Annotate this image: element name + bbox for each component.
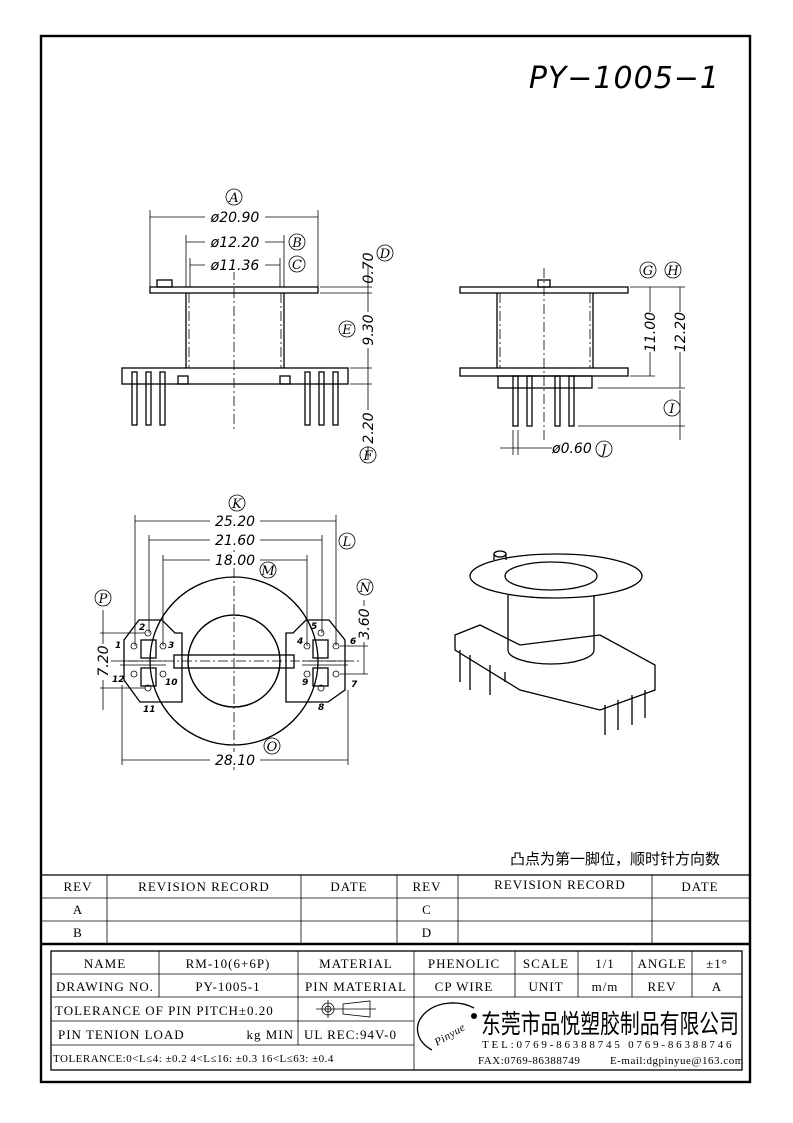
dim-o-value: 28.10 [215, 753, 255, 769]
unit-value: m/m [592, 979, 619, 994]
rev-header-2: REV [413, 879, 442, 894]
pin-tension-label: PIN TENION LOAD [58, 1027, 185, 1042]
tolerance-note: TOLERANCE:0<L≤4: ±0.2 4<L≤16: ±0.3 16<L≤… [53, 1053, 334, 1065]
dim-f-label: F [362, 449, 373, 464]
dim-a-value: ø20.90 [210, 210, 260, 226]
front-view: ø20.90 ø12.20 ø11.36 A B C 0.70 9.30 2.2… [121, 188, 394, 464]
date-header-2: DATE [681, 879, 718, 894]
pin-label-10: 10 [165, 678, 178, 688]
drawing-title: PY−1005−1 [529, 61, 720, 96]
pin-label-3: 3 [168, 641, 174, 651]
name-value: RM-10(6+6P) [186, 956, 271, 971]
pin-label-9: 9 [302, 678, 308, 688]
bottom-view: 1 2 3 4 5 6 7 8 9 10 11 12 25.20 21.60 1… [94, 494, 374, 770]
rev-header-1: REV [64, 879, 93, 894]
dim-p-value: 7.20 [96, 645, 112, 676]
material-label: MATERIAL [319, 956, 393, 971]
dim-a-label: A [228, 191, 238, 206]
drawing-no-label: DRAWING NO. [56, 979, 154, 994]
date-header-1: DATE [330, 879, 367, 894]
pin-tension-unit: kg MIN [246, 1027, 294, 1042]
revision-record-header-2: REVISION RECORD [494, 877, 626, 892]
pin-label-12: 12 [112, 675, 125, 685]
material-value: PHENOLIC [428, 956, 500, 971]
dim-p-label: P [98, 592, 108, 607]
dim-h-value: 12.20 [673, 312, 689, 352]
dim-n-label: N [358, 581, 371, 596]
dim-l-value: 21.60 [215, 533, 255, 549]
dim-d-label: D [379, 247, 391, 262]
dim-d-value: 0.70 [361, 252, 377, 283]
dim-c-label: C [292, 258, 302, 273]
company-email: E-mail:dgpinyue@163.com [610, 1055, 744, 1067]
dim-m-value: 18.00 [215, 553, 255, 569]
dim-g-label: G [643, 264, 653, 279]
pinyue-logo: Pinyue [416, 1002, 477, 1051]
rev-d: D [422, 925, 432, 940]
dim-h-label: H [666, 264, 679, 279]
projection-symbol-icon [316, 1000, 376, 1018]
dim-m-label: M [260, 564, 275, 579]
angle-label: ANGLE [637, 956, 686, 971]
ul-rec: UL REC:94V-0 [304, 1027, 397, 1042]
pin-label-4: 4 [296, 637, 303, 647]
revision-record-header-1: REVISION RECORD [138, 879, 270, 894]
angle-value: ±1° [706, 956, 728, 971]
dim-c-value: ø11.36 [210, 258, 260, 274]
revision-table: REV REVISION RECORD DATE REV REVISION RE… [41, 874, 750, 944]
dim-e-label: E [341, 323, 352, 338]
rev-b: B [73, 925, 83, 940]
dim-n-value: 3.60 [357, 608, 373, 639]
rev-a: A [73, 902, 83, 917]
side-view: 11.00 12.20 G H I ø0.60 J [459, 261, 689, 458]
dim-j-label: J [598, 443, 607, 458]
drawing-no-value: PY-1005-1 [195, 979, 260, 994]
pin-label-6: 6 [350, 637, 356, 647]
company-name: 东莞市品悦塑胶制品有限公司 [481, 1010, 739, 1040]
dim-l-label: L [342, 535, 352, 550]
dim-k-value: 25.20 [215, 514, 255, 530]
pin-label-5: 5 [311, 622, 317, 632]
dim-j-value: ø0.60 [551, 441, 592, 457]
name-label: NAME [84, 956, 126, 971]
scale-value: 1/1 [595, 956, 615, 971]
pin-material-value: CP WIRE [435, 979, 494, 994]
title-block: NAME RM-10(6+6P) MATERIAL PHENOLIC SCALE… [41, 942, 750, 1071]
logo-text: Pinyue [432, 1021, 468, 1049]
dim-f-value: 2.20 [361, 412, 377, 443]
dim-i-label: I [668, 402, 675, 417]
scale-label: SCALE [523, 956, 569, 971]
pin-material-label: PIN MATERIAL [305, 979, 407, 994]
dim-g-value: 11.00 [643, 312, 659, 352]
dim-k-label: K [231, 497, 243, 512]
company-tel: TEL:0769-86388745 0769-86388746 [482, 1039, 732, 1051]
isometric-view [454, 550, 656, 735]
pin-label-2: 2 [139, 623, 145, 633]
dim-o-label: O [267, 740, 278, 755]
rev-value: A [712, 979, 722, 994]
rev-c: C [422, 902, 432, 917]
company-fax: FAX:0769-86388749 [478, 1055, 580, 1067]
pin-label-1: 1 [115, 641, 121, 651]
pin-order-note: 凸点为第一脚位，顺时针方向数 [510, 850, 720, 868]
rev-label: REV [648, 979, 677, 994]
drawing-border [39, 34, 752, 1084]
unit-label: UNIT [528, 979, 563, 994]
pin-pitch-tolerance: TOLERANCE OF PIN PITCH±0.20 [55, 1003, 274, 1018]
dim-b-value: ø12.20 [210, 235, 260, 251]
pin-label-11: 11 [143, 705, 156, 715]
pin-label-8: 8 [318, 703, 324, 713]
dim-e-value: 9.30 [361, 314, 377, 345]
pin-label-7: 7 [351, 680, 358, 690]
dim-b-label: B [291, 236, 302, 251]
